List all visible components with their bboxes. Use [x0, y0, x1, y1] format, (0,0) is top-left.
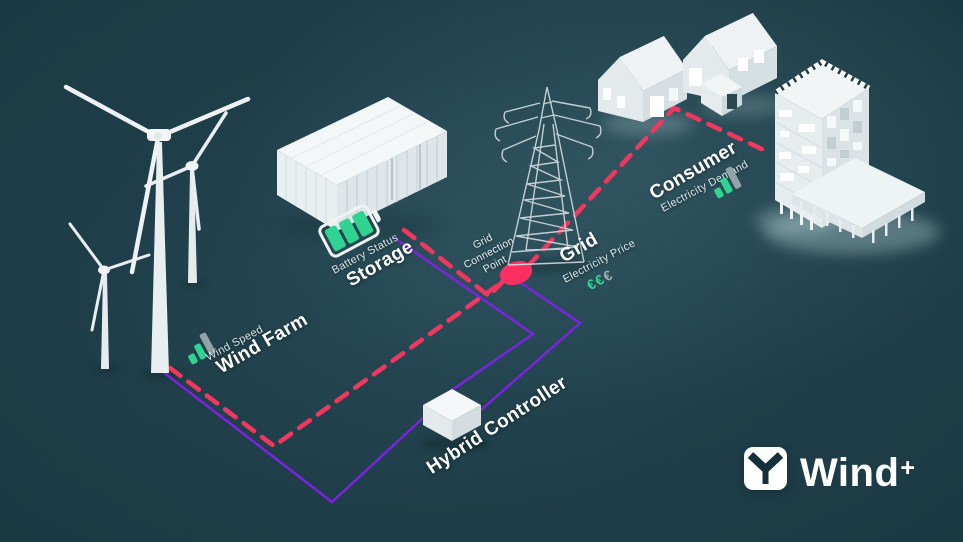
- logo-plus: +: [900, 454, 916, 482]
- house-2: [683, 13, 777, 116]
- factory-building: [773, 59, 925, 243]
- transmission-tower: [494, 86, 602, 266]
- power-line-storage-to-grid: [401, 227, 508, 300]
- control-line-storage-to-controller: [392, 236, 536, 391]
- power-flow-lines: [167, 105, 769, 449]
- building-tower-columns: [780, 200, 813, 230]
- power-line-windfarm-to-grid: [167, 272, 515, 449]
- brand-logo: Wind+: [744, 447, 916, 495]
- logo-wordmark: Wind+: [800, 447, 916, 495]
- house-1: [598, 36, 687, 122]
- control-line-windfarm-to-controller: [157, 367, 424, 504]
- building-tower: [773, 59, 871, 230]
- wind-turbine-logo-icon: [744, 447, 787, 490]
- control-lines: [157, 236, 582, 504]
- wind-turbine-medium: [144, 111, 228, 283]
- building-wing-columns: [800, 201, 914, 243]
- hybrid-controller-box: [421, 389, 489, 451]
- power-line-grid-to-consumer: [525, 105, 769, 269]
- consumer-houses: [598, 13, 777, 122]
- wind-turbine-small: [68, 222, 151, 369]
- grid-connection-dot: [499, 260, 533, 286]
- control-line-grid-to-controller: [480, 282, 582, 411]
- logo-word: Wind: [800, 451, 900, 495]
- house-2-porch: [701, 74, 742, 116]
- wind-farm-turbines: [63, 84, 251, 373]
- wind-turbine-large: [63, 84, 251, 373]
- building-wing: [792, 158, 925, 243]
- logo-turbine-glyph: [747, 452, 784, 484]
